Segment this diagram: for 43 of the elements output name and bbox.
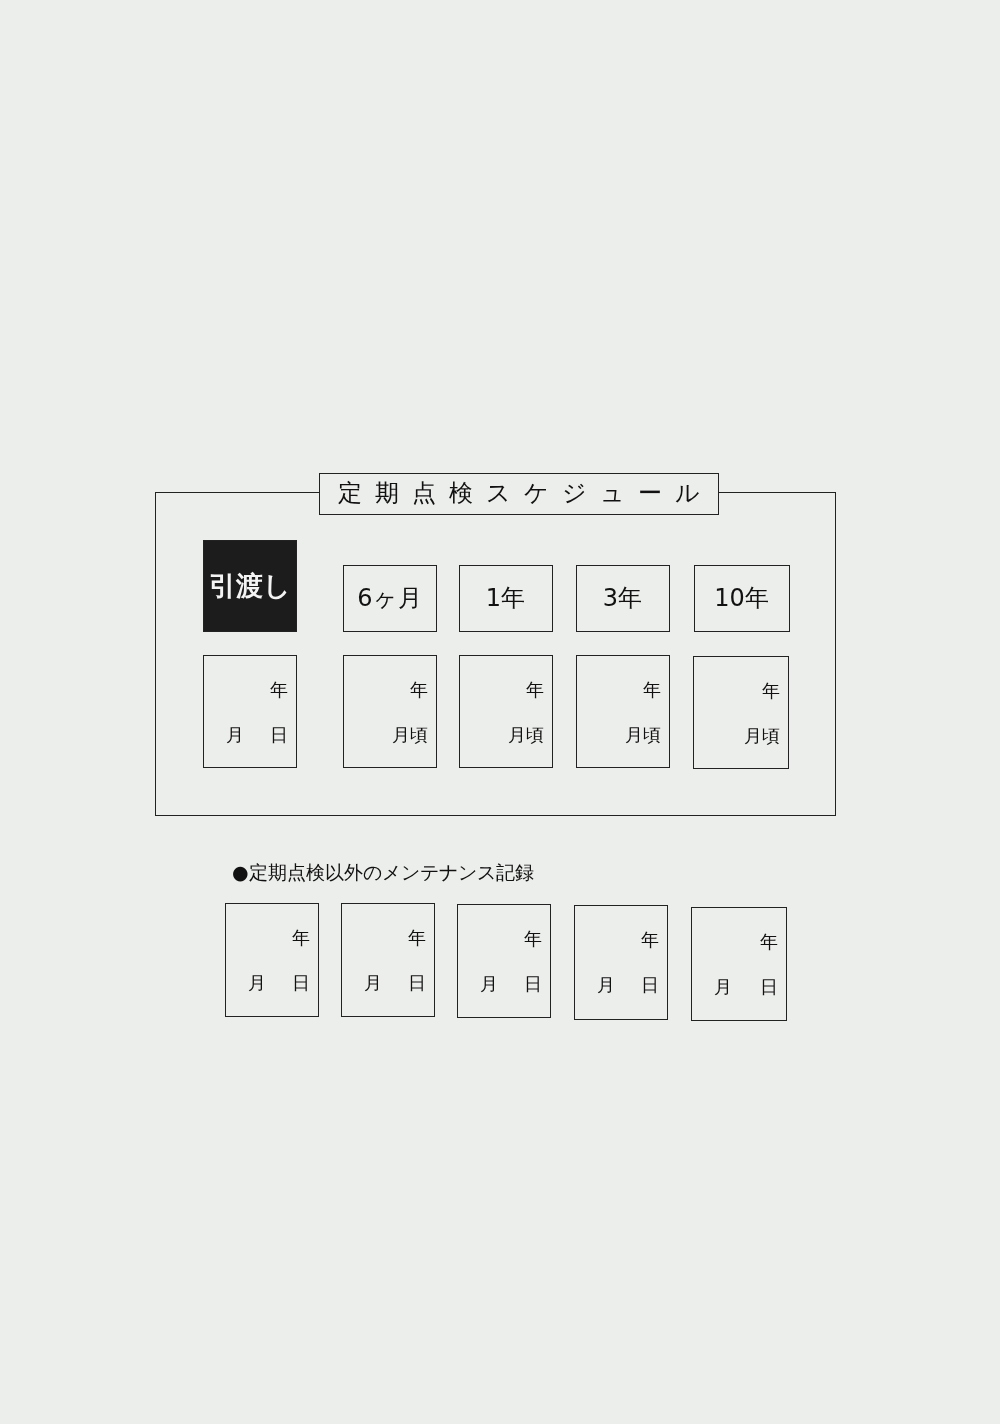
month-label: 月頃 [507, 722, 544, 747]
year-label: 年 [269, 677, 288, 702]
date-box [575, 654, 670, 768]
day-label: 日 [760, 975, 778, 999]
date-box [225, 903, 319, 1017]
date-box [458, 654, 553, 768]
month-label: 月 [480, 972, 498, 996]
date-box [691, 907, 787, 1021]
year-label: 年 [760, 930, 778, 954]
day-label: 日 [641, 973, 659, 997]
month-label: 月 [248, 971, 266, 995]
period-box: 6ヶ月 [342, 564, 437, 632]
day-label: 日 [524, 972, 542, 996]
date-box [457, 904, 551, 1018]
year-label: 年 [292, 926, 310, 950]
date-box [342, 654, 437, 768]
date-box [692, 655, 789, 769]
period-box: 10年 [693, 564, 790, 632]
period-box: 1年 [458, 564, 553, 632]
month-label: 月 [714, 975, 732, 999]
date-box [341, 903, 435, 1017]
date-box [574, 905, 668, 1020]
year-label: 年 [408, 926, 426, 950]
year-label: 年 [525, 677, 544, 702]
month-label: 月 [364, 971, 382, 995]
schedule-title: 定期点検スケジュール [319, 473, 719, 515]
period-box: 3年 [575, 564, 670, 632]
handover-box: 引渡し [202, 539, 297, 632]
year-label: 年 [761, 678, 780, 703]
month-label: 月頃 [743, 723, 780, 748]
month-label: 月頃 [391, 722, 428, 747]
date-box [202, 654, 297, 768]
month-label: 月頃 [624, 722, 661, 747]
month-label: 月 [225, 722, 244, 747]
year-label: 年 [409, 677, 428, 702]
day-label: 日 [269, 722, 288, 747]
day-label: 日 [408, 971, 426, 995]
year-label: 年 [641, 928, 659, 952]
year-label: 年 [642, 677, 661, 702]
year-label: 年 [524, 927, 542, 951]
day-label: 日 [292, 971, 310, 995]
month-label: 月 [597, 973, 615, 997]
section-heading: ●定期点検以外のメンテナンス記録 [232, 860, 534, 885]
